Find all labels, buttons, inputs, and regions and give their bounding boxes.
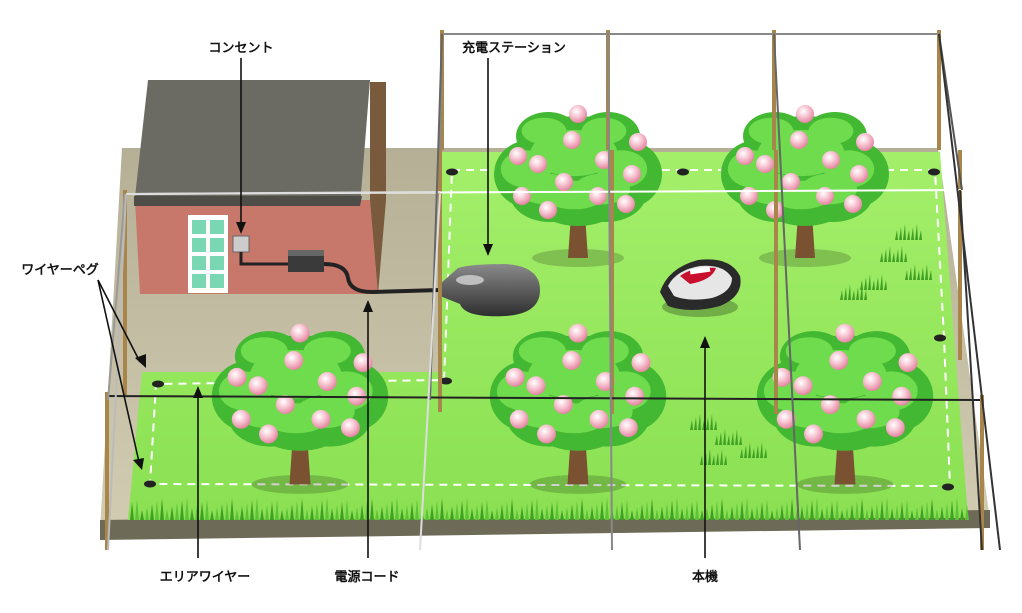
peach bbox=[885, 418, 905, 438]
grass-tuft bbox=[860, 274, 887, 290]
peach bbox=[820, 395, 840, 415]
peach bbox=[631, 353, 651, 373]
peach bbox=[340, 418, 360, 438]
peach bbox=[835, 323, 855, 343]
charging-station bbox=[440, 264, 540, 317]
leader-lines bbox=[97, 58, 710, 558]
peach bbox=[740, 187, 758, 205]
power-cord bbox=[239, 252, 441, 295]
wire-peg bbox=[446, 168, 458, 176]
fence-wire bbox=[607, 33, 613, 551]
peach bbox=[617, 195, 635, 213]
peach bbox=[284, 351, 304, 370]
peach bbox=[259, 424, 278, 444]
peach bbox=[822, 151, 840, 169]
grass-tuft bbox=[700, 449, 727, 465]
peach bbox=[629, 133, 647, 151]
outlet bbox=[232, 235, 250, 253]
wire-peg bbox=[677, 168, 689, 176]
peach bbox=[804, 424, 823, 444]
fence-wire bbox=[107, 193, 126, 401]
grass-tuft bbox=[840, 284, 867, 300]
peach bbox=[526, 376, 546, 396]
peach bbox=[509, 147, 527, 165]
peach bbox=[353, 353, 373, 373]
peach bbox=[856, 133, 874, 151]
peach bbox=[555, 173, 573, 191]
peach bbox=[756, 155, 774, 173]
peach bbox=[509, 409, 529, 429]
wire-peg bbox=[928, 168, 940, 176]
grass-tuft bbox=[905, 264, 932, 280]
peach bbox=[625, 386, 645, 406]
grass-tuft bbox=[880, 246, 907, 262]
grass-tuft bbox=[715, 429, 742, 445]
fence-wire bbox=[107, 193, 127, 551]
wire-peg bbox=[942, 483, 954, 491]
house-window bbox=[188, 215, 228, 293]
peach bbox=[553, 395, 573, 415]
peach bbox=[227, 367, 247, 387]
grass-edge bbox=[130, 497, 969, 520]
peach bbox=[317, 372, 337, 391]
peach bbox=[898, 353, 918, 373]
fence-wire bbox=[938, 33, 1001, 551]
peach bbox=[589, 187, 607, 205]
fence-wire bbox=[125, 191, 441, 195]
wire-pegs bbox=[144, 168, 954, 491]
peach bbox=[829, 351, 849, 370]
outlet-label: コンセント bbox=[208, 41, 273, 56]
power-cord-label: 電源コード bbox=[334, 569, 399, 585]
main-unit-label: 本機 bbox=[692, 569, 718, 585]
peach bbox=[568, 323, 588, 343]
peach bbox=[311, 409, 331, 429]
peach bbox=[290, 323, 310, 343]
peach bbox=[856, 409, 876, 429]
peach bbox=[844, 195, 862, 213]
wire-peg-label: ワイヤーペグ bbox=[21, 262, 99, 278]
house bbox=[134, 80, 386, 294]
peach bbox=[793, 376, 813, 396]
peach bbox=[539, 201, 557, 219]
peach bbox=[231, 409, 251, 429]
peach bbox=[589, 409, 609, 429]
peach bbox=[862, 372, 882, 391]
peach bbox=[736, 147, 754, 165]
peach bbox=[513, 187, 531, 205]
wire-peg bbox=[152, 380, 164, 388]
peach-tree bbox=[211, 323, 389, 494]
wire-peg bbox=[144, 480, 156, 488]
peach bbox=[782, 173, 800, 191]
peach bbox=[790, 131, 808, 149]
peach bbox=[537, 424, 556, 444]
peach bbox=[569, 105, 587, 123]
grass-tuft bbox=[895, 224, 922, 240]
peach bbox=[562, 351, 582, 370]
peach bbox=[505, 367, 525, 387]
wire-peg bbox=[934, 334, 946, 342]
peach bbox=[776, 409, 796, 429]
fence-wire bbox=[107, 395, 981, 401]
peach bbox=[563, 131, 581, 149]
fence-wire bbox=[959, 189, 983, 551]
grass-tufts bbox=[690, 224, 932, 465]
peach bbox=[623, 165, 641, 183]
peach bbox=[248, 376, 268, 396]
peach bbox=[275, 395, 295, 415]
power-supply-box bbox=[288, 250, 324, 272]
fence bbox=[105, 30, 1001, 551]
peach bbox=[850, 165, 868, 183]
grass-tuft bbox=[740, 442, 767, 458]
fence-wire bbox=[773, 33, 801, 551]
peach bbox=[892, 386, 912, 406]
peach bbox=[618, 418, 638, 438]
robot-mower bbox=[660, 259, 741, 317]
peach bbox=[796, 105, 814, 123]
fence-wire bbox=[419, 193, 441, 551]
wire-peg bbox=[440, 377, 452, 385]
peach bbox=[529, 155, 547, 173]
charging-station-label: 充電ステーション bbox=[462, 40, 566, 56]
area-wire-label: エリアワイヤー bbox=[160, 570, 251, 585]
